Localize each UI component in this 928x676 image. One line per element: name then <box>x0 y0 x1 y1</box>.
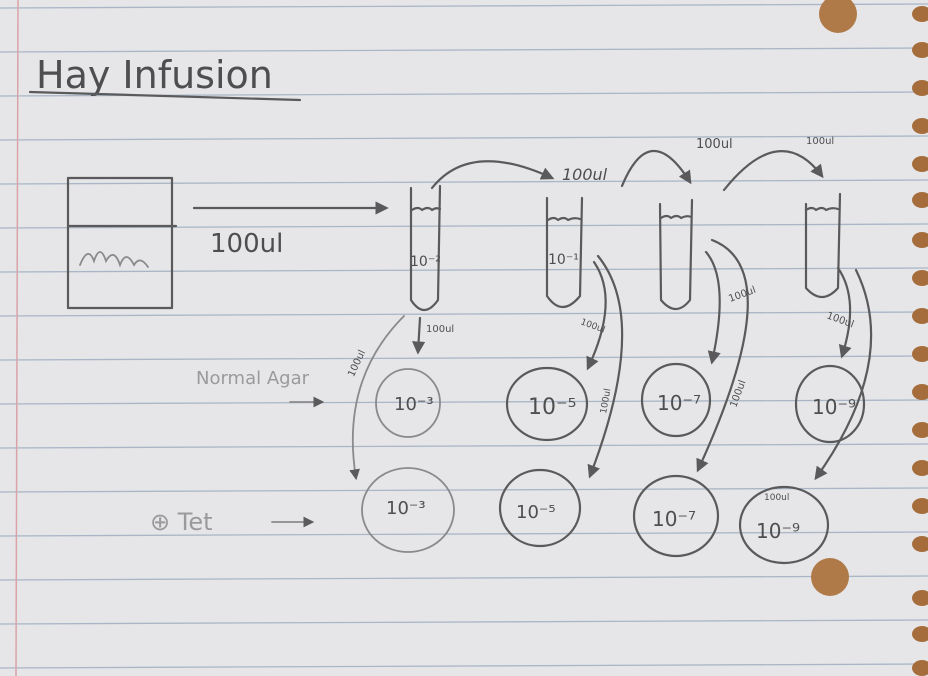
ruled-lines <box>0 3 928 669</box>
tet-plates: 10⁻³ 10⁻⁵ 10⁻⁷ 100ul 10⁻⁹ <box>361 467 830 565</box>
title-underline <box>28 90 302 102</box>
tube3-to-tube4-arrow <box>722 150 824 192</box>
test-tube-1: 10⁻² <box>409 184 442 312</box>
tube1-to-normal-label: 100ul <box>426 324 454 335</box>
normal-plate-3: 10⁻⁷ <box>657 391 701 415</box>
normal-agar-label: Normal Agar <box>196 368 310 389</box>
normal-plate-2: 10⁻⁵ <box>528 395 576 420</box>
tube1-to-tet-arrow <box>349 315 405 481</box>
test-tube-4 <box>804 192 842 299</box>
page-title: Hay Infusion <box>36 53 273 97</box>
svg-text:10⁻²: 10⁻² <box>410 254 441 270</box>
tet-plate-1: 10⁻³ <box>386 498 426 519</box>
tet-plate-4: 10⁻⁹ <box>756 519 800 543</box>
svg-text:10⁻¹: 10⁻¹ <box>548 252 579 268</box>
normal-agar-plates: 10⁻³ 10⁻⁵ 10⁻⁷ 10⁻⁹ <box>375 362 866 444</box>
tet-plate-3: 10⁻⁷ <box>652 507 696 531</box>
tube3-to-normal-arrow <box>704 250 721 365</box>
tube1-to-tube2-arrow <box>430 160 555 190</box>
beaker <box>66 176 178 310</box>
beaker-transfer-label: 100ul <box>210 229 283 259</box>
normal-plate-1: 10⁻³ <box>394 394 434 415</box>
hay-scribble <box>79 251 149 268</box>
tube4-to-normal-arrow <box>836 266 852 359</box>
normal-plate-4: 10⁻⁹ <box>812 395 856 419</box>
tube2-to-tet-arrow <box>587 254 624 479</box>
test-tube-2: 10⁻¹ <box>545 196 584 309</box>
tube2-to-tube3-arrow <box>620 149 692 188</box>
tet-plate-4-volume: 100ul <box>764 493 789 503</box>
binder-holes <box>811 0 928 676</box>
tube2-to-tube3-label: 100ul <box>696 137 733 152</box>
tet-plate-2: 10⁻⁵ <box>516 502 556 523</box>
tube2-to-normal-arrow <box>586 260 607 371</box>
tet-label: ⊕ Tet <box>150 508 213 536</box>
tube1-to-tube2-label: 100ul <box>562 165 608 184</box>
tube4-to-tet-arrow <box>814 268 873 481</box>
margin-line <box>15 0 19 676</box>
tube2-to-tet-label: 100ul <box>599 388 613 415</box>
tube3-to-tube4-label: 100ul <box>806 136 834 147</box>
tube3-to-tet-arrow <box>696 238 749 473</box>
tube1-to-normal-arrow <box>412 316 426 355</box>
test-tube-3 <box>658 198 694 311</box>
